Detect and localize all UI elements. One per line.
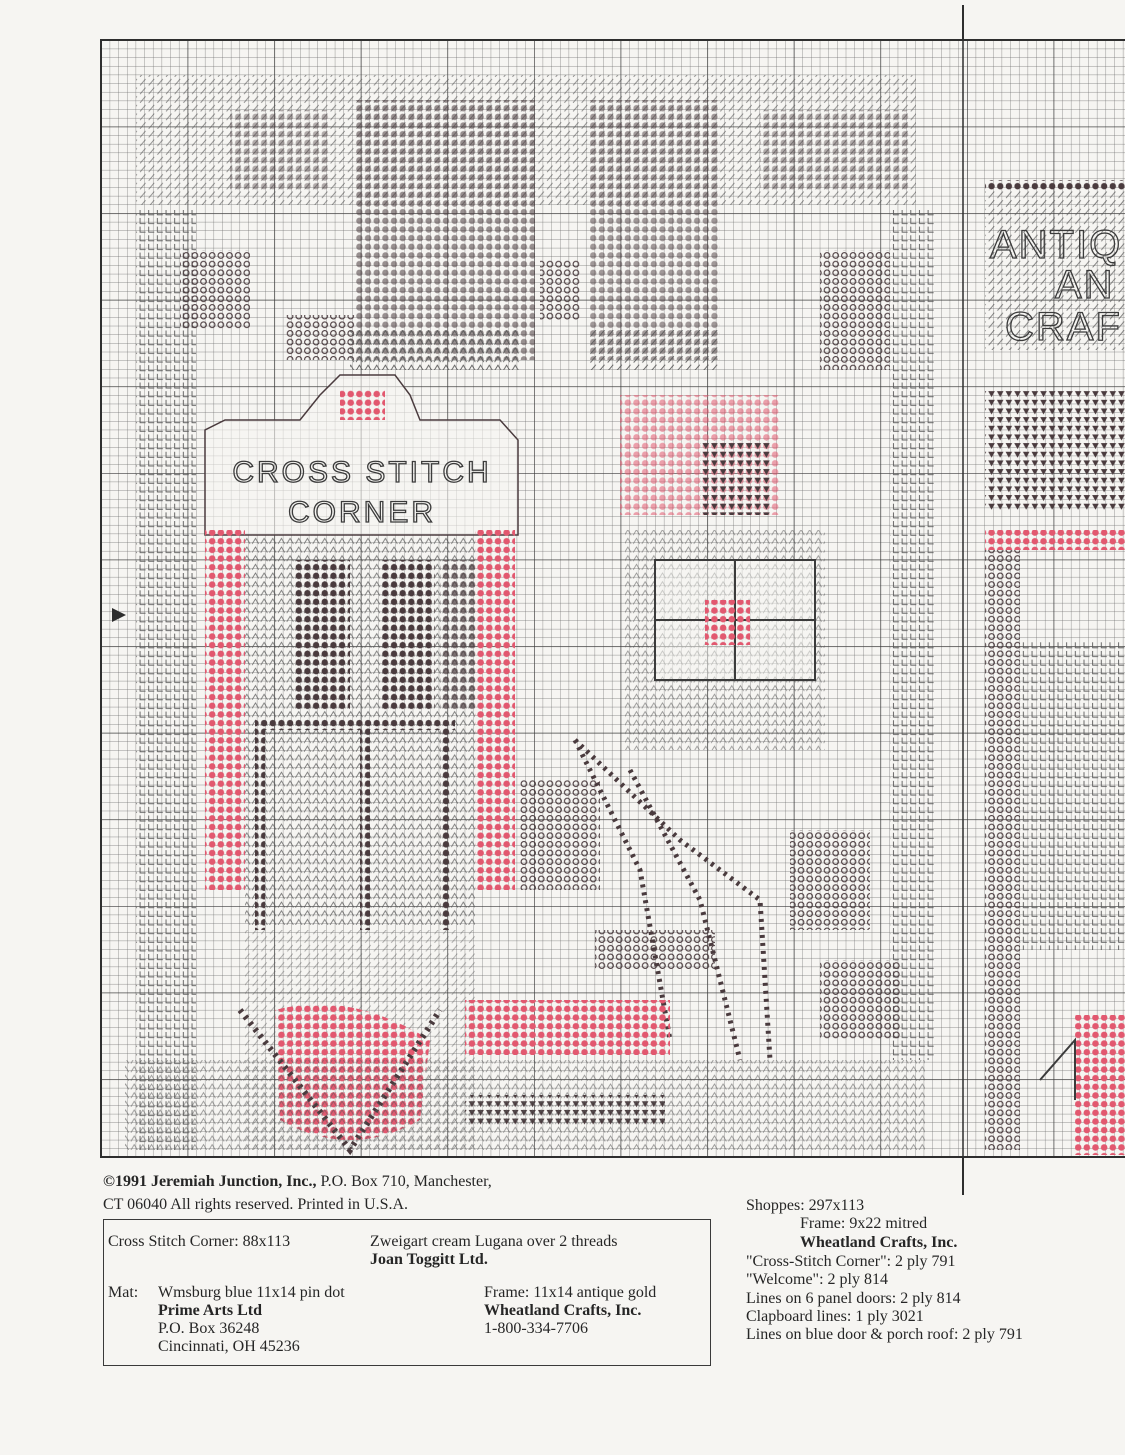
fabric-line-2: Joan Toggitt Ltd.	[370, 1251, 488, 1268]
shoppes-line-5: "Welcome": 2 ply 814	[746, 1271, 888, 1288]
mat-line-2: Prime Arts Ltd	[158, 1302, 262, 1319]
copyright-address: P.O. Box 710, Manchester,	[320, 1173, 492, 1190]
mat-line-1: Wmsburg blue 11x14 pin dot	[158, 1284, 345, 1301]
mat-line-3: P.O. Box 36248	[158, 1320, 260, 1337]
shoppes-line-2: Frame: 9x22 mitred	[800, 1215, 928, 1232]
right-sign-line1: ANTIQ	[990, 223, 1122, 267]
wreath-window	[620, 395, 825, 750]
chart-border	[100, 39, 1125, 1158]
copyright-line-2: CT 06040 All rights reserved. Printed in…	[103, 1196, 409, 1213]
copyright-line-1: ©1991 Jeremiah Junction, Inc., P.O. Box …	[103, 1174, 492, 1190]
shoppes-line-6: Lines on 6 panel doors: 2 ply 814	[746, 1290, 961, 1307]
right-sign-line2: AN	[1055, 263, 1115, 307]
shop-sign-line2: CORNER	[288, 496, 436, 529]
copyright-year: ©1991	[103, 1173, 147, 1190]
mat-label: Mat:	[108, 1284, 139, 1301]
fabric-line-1: Zweigart cream Lugana over 2 threads	[370, 1233, 618, 1250]
frame-line-1: Frame: 11x14 antique gold	[484, 1284, 657, 1301]
frame-line-3: 1-800-334-7706	[484, 1320, 588, 1337]
chair-pattern	[520, 738, 900, 1061]
shoppes-line-3: Wheatland Crafts, Inc.	[800, 1234, 958, 1251]
materials-box	[103, 1219, 711, 1366]
design-size: Cross Stitch Corner: 88x113	[108, 1233, 291, 1250]
center-arrow-left	[112, 608, 126, 622]
shop-sign-line1: CROSS STITCH	[232, 456, 491, 489]
bottom-items	[125, 930, 925, 1156]
shoppes-line-7: Clapboard lines: 1 ply 3021	[746, 1308, 924, 1325]
right-sign-line3: CRAF	[1005, 305, 1122, 349]
mat-line-4: Cincinnati, OH 45236	[158, 1338, 300, 1355]
shop-building: CROSS STITCH CORNER	[204, 374, 519, 930]
shoppes-line-4: "Cross-Stitch Corner": 2 ply 791	[746, 1253, 956, 1270]
shoppes-line-1: Shoppes: 297x113	[746, 1197, 865, 1214]
frame-line-2: Wheatland Crafts, Inc.	[484, 1302, 642, 1319]
cross-stitch-chart: CROSS STITCH CORNER AN	[100, 5, 1125, 1195]
upper-pattern-area	[136, 75, 935, 1150]
right-building: ANTIQ AN CRAF	[985, 180, 1125, 1155]
copyright-company: Jeremiah Junction, Inc.,	[150, 1173, 317, 1190]
shoppes-line-8: Lines on blue door & porch roof: 2 ply 7…	[746, 1326, 1023, 1343]
